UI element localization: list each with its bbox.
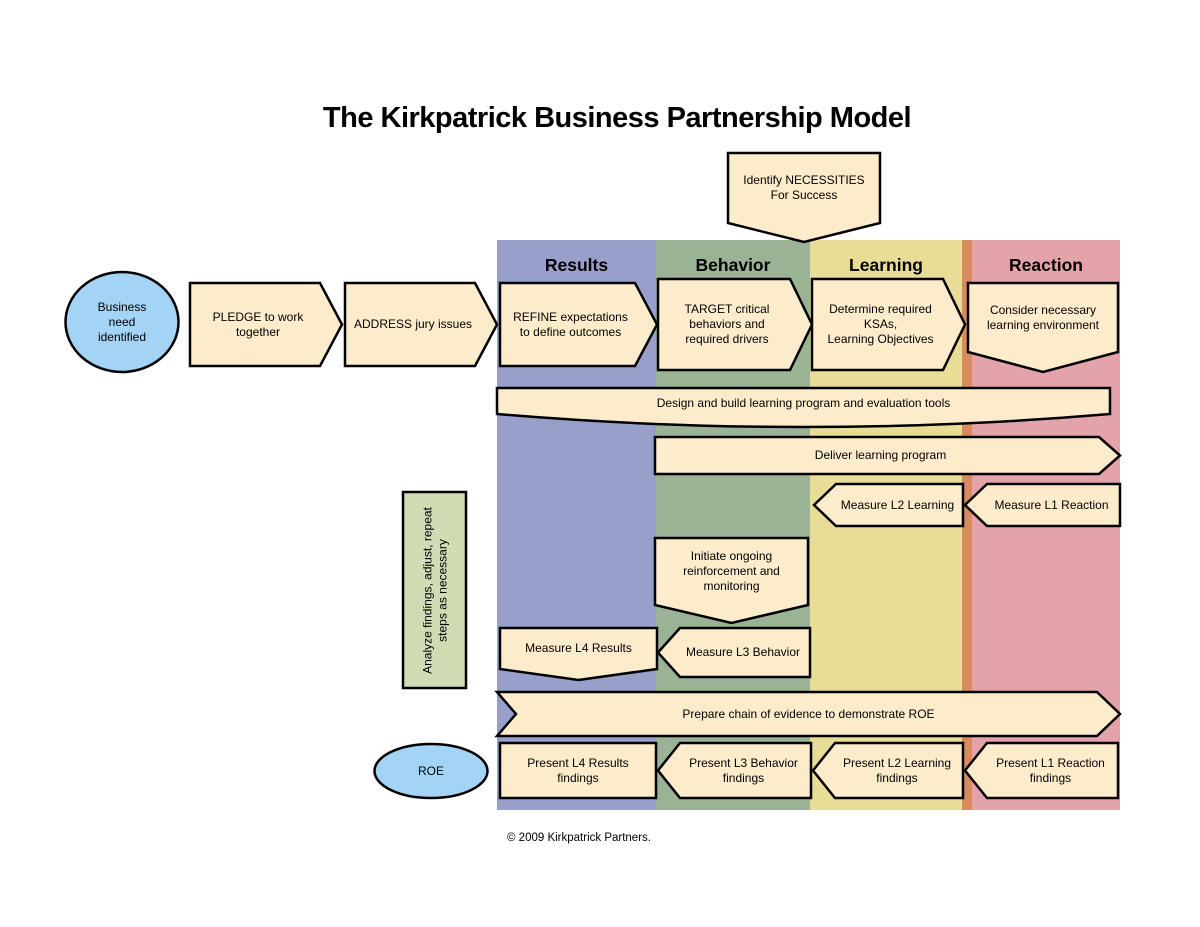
refine-label: REFINE expectations to define outcomes	[513, 309, 628, 339]
ellipse-shape	[373, 742, 489, 800]
roe-label: ROE	[417, 763, 444, 778]
measure-l3-label: Measure L3 Behavior	[685, 645, 801, 659]
refine-arrow: REFINE expectations to define outcomes	[498, 281, 659, 368]
present-l3-label: Present L3 Behavior findings	[689, 755, 798, 785]
address-arrow: ADDRESS jury issues	[343, 281, 499, 368]
consider-environment-label: Consider necessary learning environment	[986, 302, 1100, 332]
left-arrow-shape	[656, 626, 812, 679]
present-l1-label: Present L1 Reaction findings	[996, 755, 1105, 785]
down-pointer-box-shape	[498, 626, 659, 682]
target-arrow: TARGET critical behaviors and required d…	[656, 277, 814, 372]
roe-ellipse: ROE	[372, 742, 490, 800]
rectangle-shape	[498, 741, 658, 800]
down-pointer-box-shape	[653, 536, 810, 625]
present-l2-label: Present L2 Learning findings	[842, 755, 952, 785]
ellipse-shape	[64, 270, 180, 374]
column-header-reaction: Reaction	[1009, 254, 1083, 275]
page-title: The Kirkpatrick Business Partnership Mod…	[322, 102, 912, 134]
business-need-label: Business need identified	[97, 299, 147, 344]
pledge-label: PLEDGE to work together	[212, 309, 304, 339]
present-l2-arrow: Present L2 Learning findings	[811, 741, 965, 800]
copyright-text: © 2009 Kirkpatrick Partners.	[507, 832, 651, 844]
business-need-ellipse: Business need identified	[63, 270, 181, 374]
right-arrow-shape	[656, 277, 814, 372]
prepare-evidence-arrow: Prepare chain of evidence to demonstrate…	[494, 690, 1122, 738]
present-l1-arrow: Present L1 Reaction findings	[963, 741, 1120, 800]
measure-l1-arrow: Measure L1 Reaction	[963, 482, 1122, 528]
left-arrow-shape	[811, 741, 965, 800]
prepare-evidence-label: Prepare chain of evidence to demonstrate…	[682, 706, 935, 721]
banner-shape	[495, 386, 1112, 429]
measure-l1-label: Measure L1 Reaction	[994, 497, 1109, 512]
right-arrow-shape	[810, 277, 967, 372]
deliver-program-arrow: Deliver learning program	[653, 435, 1122, 476]
initiate-reinforcement-box: Initiate ongoing reinforcement and monit…	[653, 536, 810, 625]
determine-ksas-label: Determine required KSAs, Learning Object…	[827, 302, 934, 346]
analyze-repeat-box: Analyze findings, adjust, repeat steps a…	[401, 490, 468, 690]
down-pointer-box-shape	[966, 281, 1120, 374]
right-arrow-shape	[343, 281, 499, 368]
column-header-results: Results	[544, 254, 609, 275]
initiate-reinforcement-label: Initiate ongoing reinforcement and monit…	[683, 549, 780, 593]
right-arrow-shape	[188, 281, 344, 368]
consider-environment-box: Consider necessary learning environment	[966, 281, 1120, 374]
identify-necessities-label: Identify NECESSITIES For Success	[743, 173, 865, 202]
present-l3-arrow: Present L3 Behavior findings	[656, 741, 813, 800]
left-arrow-shape	[963, 482, 1122, 528]
right-arrow-shape	[653, 435, 1122, 476]
column-divider-strip	[962, 240, 972, 810]
measure-l4-box: Measure L4 Results	[498, 626, 659, 682]
down-pointer-box-shape	[726, 151, 882, 244]
pledge-arrow: PLEDGE to work together	[188, 281, 344, 368]
design-build-label: Design and build learning program and ev…	[656, 395, 951, 410]
design-build-banner: Design and build learning program and ev…	[495, 386, 1112, 440]
measure-l2-arrow: Measure L2 Learning	[812, 482, 965, 528]
identify-necessities-callout: Identify NECESSITIES For Success	[726, 151, 882, 244]
deliver-program-label: Deliver learning program	[814, 448, 947, 462]
determine-ksas-arrow: Determine required KSAs, Learning Object…	[810, 277, 967, 372]
right-arrow-shape	[498, 281, 659, 368]
measure-l3-arrow: Measure L3 Behavior	[656, 626, 812, 679]
left-arrow-shape	[656, 741, 813, 800]
column-header-learning: Learning	[849, 254, 923, 275]
present-l4-box: Present L4 Results findings	[498, 741, 658, 800]
target-label: TARGET critical behaviors and required d…	[684, 302, 770, 346]
analyze-repeat-label: Analyze findings, adjust, repeat steps a…	[419, 506, 449, 674]
left-arrow-shape	[963, 741, 1120, 800]
vertical-box-shape	[401, 490, 468, 690]
address-label: ADDRESS jury issues	[353, 317, 473, 331]
present-l4-label: Present L4 Results findings	[527, 755, 629, 785]
column-header-behavior: Behavior	[695, 254, 771, 275]
notched-right-arrow-shape	[494, 690, 1122, 738]
measure-l4-label: Measure L4 Results	[525, 641, 632, 655]
measure-l2-label: Measure L2 Learning	[840, 497, 955, 512]
left-arrow-shape	[812, 482, 965, 528]
